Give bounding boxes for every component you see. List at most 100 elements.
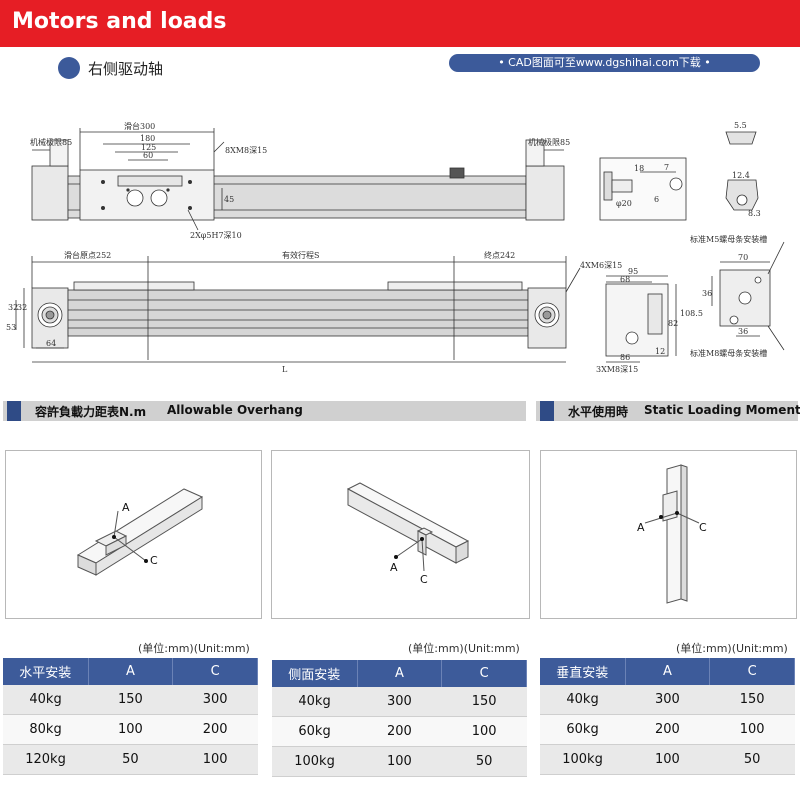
tap-note: 4XM6深15 [580,261,622,270]
table-row: 100kg 100 50 [540,744,795,775]
overhang-section-bar: 容許負載力距表N.m Allowable Overhang [3,401,526,421]
table-cell: 150 [709,685,795,715]
dim-18: 18 [634,164,644,173]
table-row: 60kg 200 100 [540,714,795,745]
table-cell: 50 [709,744,795,775]
table-cell: 80kg [3,714,89,745]
table-row: 40kg 150 300 [3,685,258,715]
table-row: 120kg 50 100 [3,744,258,775]
table-cell: 100kg [540,744,626,775]
panel-label-c: C [699,521,707,534]
table-cell: 100 [88,714,173,745]
dim-12-4: 12.4 [732,171,750,180]
table-header: 水平安装 [3,658,89,685]
table-header-row: 侧面安装 A C [272,660,527,687]
bottom-tap-note: 3XM8深15 [596,365,638,374]
unit-label: (单位:mm)(Unit:mm) [676,642,788,655]
section-marker-icon [540,401,554,421]
subsection-title: 右侧驱动轴 [88,60,164,78]
front-view [15,256,581,363]
dim-6: 6 [654,195,659,204]
table-cell: 150 [441,687,527,717]
dim-53: 53 [6,323,16,332]
origin-label: 滑台原点252 [64,250,111,260]
vertical-mount-panel: A C [540,450,797,619]
dim-86: 86 [620,353,630,362]
table-header: 侧面安装 [272,660,358,687]
table-header: A [625,658,711,685]
profile-view [711,241,785,351]
technical-drawing: 滑台300 180 125 60 机械极限85 机械极限85 8XM8深15 2… [6,121,785,374]
static-title-cn: 水平使用時 [568,405,629,419]
dim-82: 82 [668,319,678,328]
length-label: L [282,365,288,374]
table-cell: 100 [625,744,710,775]
section-bullet-icon [58,57,80,79]
horizontal-mount-panel: A C [5,450,262,619]
m5-slot-note: 标准M5螺母条安装槽 [690,234,767,244]
table-cell: 50 [441,746,527,777]
dim-68: 68 [620,275,630,284]
dim-36a: 36 [702,289,712,298]
vertical-mount-illustration: A C [637,464,707,604]
hole-note: 8XM8深15 [225,146,267,155]
table-cell: 100 [357,746,442,777]
dim-45: 45 [224,195,234,204]
table-row: 40kg 300 150 [272,687,527,717]
dim-12: 12 [655,347,665,356]
table-cell: 300 [625,685,710,715]
table-header: A [357,660,443,687]
table-cell: 40kg [540,685,626,715]
table-header-row: 水平安装 A C [3,658,258,685]
dim-dia20: φ20 [616,199,632,208]
dim-32b: 32 [17,303,27,312]
page-title: Motors and loads [12,9,227,34]
side-mount-illustration: A C [346,482,470,586]
panel-label-c: C [150,554,158,567]
table-header: A [88,658,174,685]
table-cell: 50 [88,744,173,775]
table-cell: 150 [88,685,173,715]
table-cell: 40kg [3,685,89,715]
limit-right-label: 机械极限85 [528,137,570,147]
horizontal-mount-table: 水平安装 A C 40kg 150 300 80kg 100 200 120kg… [3,658,258,775]
table-cell: 300 [357,687,442,717]
dim-5-5: 5.5 [734,121,747,130]
table-cell: 100 [709,714,795,745]
dim-64: 64 [46,339,56,348]
pin-note: 2Xφ5H7深10 [190,231,242,240]
table-cell: 120kg [3,744,89,775]
table-cell: 100 [172,744,258,775]
stroke-label: 有效行程S [282,250,319,260]
table-cell: 300 [172,685,258,715]
table-cell: 60kg [272,716,358,747]
cad-download-notice: • CAD图面可至www.dgshihai.com下载 • [449,54,760,72]
table-header: 垂直安装 [540,658,626,685]
table-cell: 100 [441,716,527,747]
panel-label-a: A [637,521,645,534]
dim-7: 7 [664,163,669,172]
table-cell: 200 [172,714,258,745]
overhang-title-cn: 容許負載力距表N.m [35,405,147,419]
table-cell: 100kg [272,746,358,777]
horizontal-mount-illustration: A C [76,488,204,576]
dim-70: 70 [738,253,748,262]
static-section-bar: 水平使用時 Static Loading Moment [536,401,800,421]
table-row: 80kg 100 200 [3,714,258,745]
dim-8-3: 8.3 [748,209,761,218]
m8-slot-note: 标准M8螺母条安装槽 [690,348,767,358]
vertical-mount-table: 垂直安装 A C 40kg 300 150 60kg 200 100 100kg… [540,658,795,775]
shaft-detail [599,157,687,221]
table-header: C [709,658,795,685]
header-bar [0,0,800,47]
dim-slide-width: 滑台300 [124,121,155,131]
table-row: 100kg 100 50 [272,746,527,777]
table-cell: 200 [357,716,442,747]
end-view [605,275,677,363]
dim-32a: 32 [8,303,18,312]
slot-detail [725,131,759,211]
table-row: 60kg 200 100 [272,716,527,747]
table-cell: 40kg [272,687,358,717]
panel-label-a: A [122,501,130,514]
dim-180: 180 [140,134,155,143]
